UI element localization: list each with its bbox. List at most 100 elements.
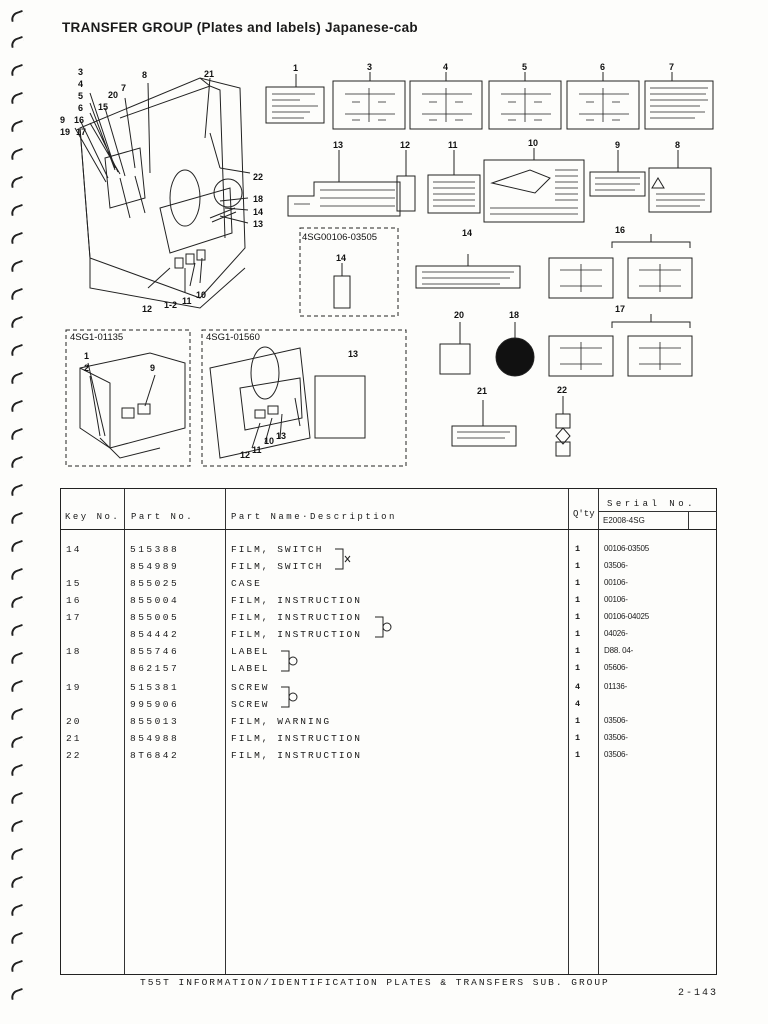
quantity: 4 — [575, 682, 581, 692]
serial-no: 00106-04025 — [604, 612, 649, 621]
column-divider — [598, 489, 599, 974]
key-no: 22 — [66, 750, 82, 761]
callout: 14 — [253, 207, 263, 217]
callout: 7 — [121, 83, 126, 93]
key-no: 19 — [66, 682, 82, 693]
serial-range-03505: 4SG00106-03505 — [302, 232, 377, 243]
callout: 12 — [142, 304, 152, 314]
callout: 10 — [528, 138, 538, 148]
quantity: 4 — [575, 699, 581, 709]
quantity: 1 — [575, 595, 581, 605]
part-no: 855004 — [130, 595, 180, 606]
callout: 22 — [557, 385, 567, 395]
control-pattern-6 — [579, 88, 629, 122]
quantity: 1 — [575, 663, 581, 673]
serial-no: 05606- — [604, 663, 628, 672]
callout: 5 — [78, 91, 83, 101]
callout: 6 — [600, 62, 605, 72]
part-name: FILM, SWITCH — [231, 561, 324, 572]
part-no: 995906 — [130, 699, 180, 710]
part-name: FILM, INSTRUCTION — [231, 750, 362, 761]
interchange-bracket-icon — [281, 650, 298, 672]
header-part-name: Part Name·Description — [231, 512, 397, 522]
callout: 9 — [615, 140, 620, 150]
part-no: 862157 — [130, 663, 180, 674]
callout: 8 — [142, 70, 147, 80]
callout: 17 — [615, 304, 625, 314]
interchange-bracket-icon — [335, 548, 351, 570]
callout: 13 — [276, 431, 286, 441]
quantity: 1 — [575, 750, 581, 760]
page-number: 2-143 — [678, 988, 719, 999]
serial-no: 03506- — [604, 716, 628, 725]
table-row: 21 854988 FILM, INSTRUCTION 1 03506- — [61, 733, 716, 750]
binding-edge — [0, 0, 40, 1024]
parts-illustration: 4SG00106-03505 4SG1-01135 4SG1-01560 3 4… — [60, 62, 714, 467]
callout: 16 — [615, 225, 625, 235]
serial-range-01560: 4SG1-01560 — [206, 332, 260, 343]
callout: 22 — [253, 172, 263, 182]
table-row: 995906 SCREW 4 — [61, 699, 716, 716]
callout: 8 — [675, 140, 680, 150]
header-part-no: Part No. — [131, 512, 195, 522]
callout: 3 — [78, 67, 83, 77]
cab-drawing — [79, 77, 246, 309]
callout: 11 — [448, 140, 458, 150]
serial-no: 00106- — [604, 595, 628, 604]
quantity: 1 — [575, 733, 581, 743]
column-divider — [688, 511, 689, 529]
parts-table: Key No. Part No. Part Name·Description Q… — [60, 488, 717, 975]
key-no: 21 — [66, 733, 82, 744]
callout: 12 — [240, 450, 250, 460]
callout: 11 — [182, 296, 192, 306]
callout: 10 — [264, 436, 274, 446]
table-row: 862157 LABEL 1 05606- — [61, 663, 716, 680]
part-no: 8T6842 — [130, 750, 180, 761]
table-row: 17 855005 FILM, INSTRUCTION 1 00106-0402… — [61, 612, 716, 629]
serial-no: D88. 04- — [604, 646, 634, 655]
part-name: FILM, WARNING — [231, 716, 332, 727]
footer-title: T55T INFORMATION/IDENTIFICATION PLATES &… — [140, 977, 610, 988]
callout: 20 — [454, 310, 464, 320]
part-name: FILM, INSTRUCTION — [231, 595, 362, 606]
part-name: FILM, INSTRUCTION — [231, 629, 362, 640]
key-no: 15 — [66, 578, 82, 589]
part-no: 854988 — [130, 733, 180, 744]
callout: 11 — [252, 445, 262, 455]
part-no: 515388 — [130, 544, 180, 555]
callout: 10 — [196, 290, 206, 300]
callout: 15 — [98, 102, 108, 112]
serial-no: 01136- — [604, 682, 628, 691]
callout: 12 — [400, 140, 410, 150]
callout: 14 — [336, 253, 346, 263]
part-name: LABEL — [231, 663, 270, 674]
part-no: 855025 — [130, 578, 180, 589]
column-divider — [568, 489, 569, 974]
callout: 7 — [669, 62, 674, 72]
callout: 18 — [253, 194, 263, 204]
serial-no: 03506- — [604, 561, 628, 570]
callout: 3 — [367, 62, 372, 72]
serial-subheader-line — [598, 511, 717, 512]
part-name: LABEL — [231, 646, 270, 657]
callout: 16 — [74, 115, 84, 125]
table-row: 22 8T6842 FILM, INSTRUCTION 1 03506- — [61, 750, 716, 767]
callout: 21 — [204, 69, 214, 79]
interchange-bracket-icon — [375, 616, 392, 638]
key-no: 20 — [66, 716, 82, 727]
serial-no: 03506- — [604, 733, 628, 742]
callout: 14 — [462, 228, 472, 238]
callout: 19 — [60, 127, 70, 137]
header-divider — [61, 529, 716, 530]
serial-code: E2008-4SG — [603, 516, 645, 525]
callout: 4 — [443, 62, 448, 72]
callout: 13 — [253, 219, 263, 229]
serial-no: 00106- — [604, 578, 628, 587]
part-name: FILM, SWITCH — [231, 544, 324, 555]
part-name: SCREW — [231, 699, 270, 710]
quantity: 1 — [575, 612, 581, 622]
callout: 5 — [522, 62, 527, 72]
callout: 2 — [84, 363, 89, 373]
interchange-bracket-icon — [281, 686, 298, 708]
key-no: 18 — [66, 646, 82, 657]
